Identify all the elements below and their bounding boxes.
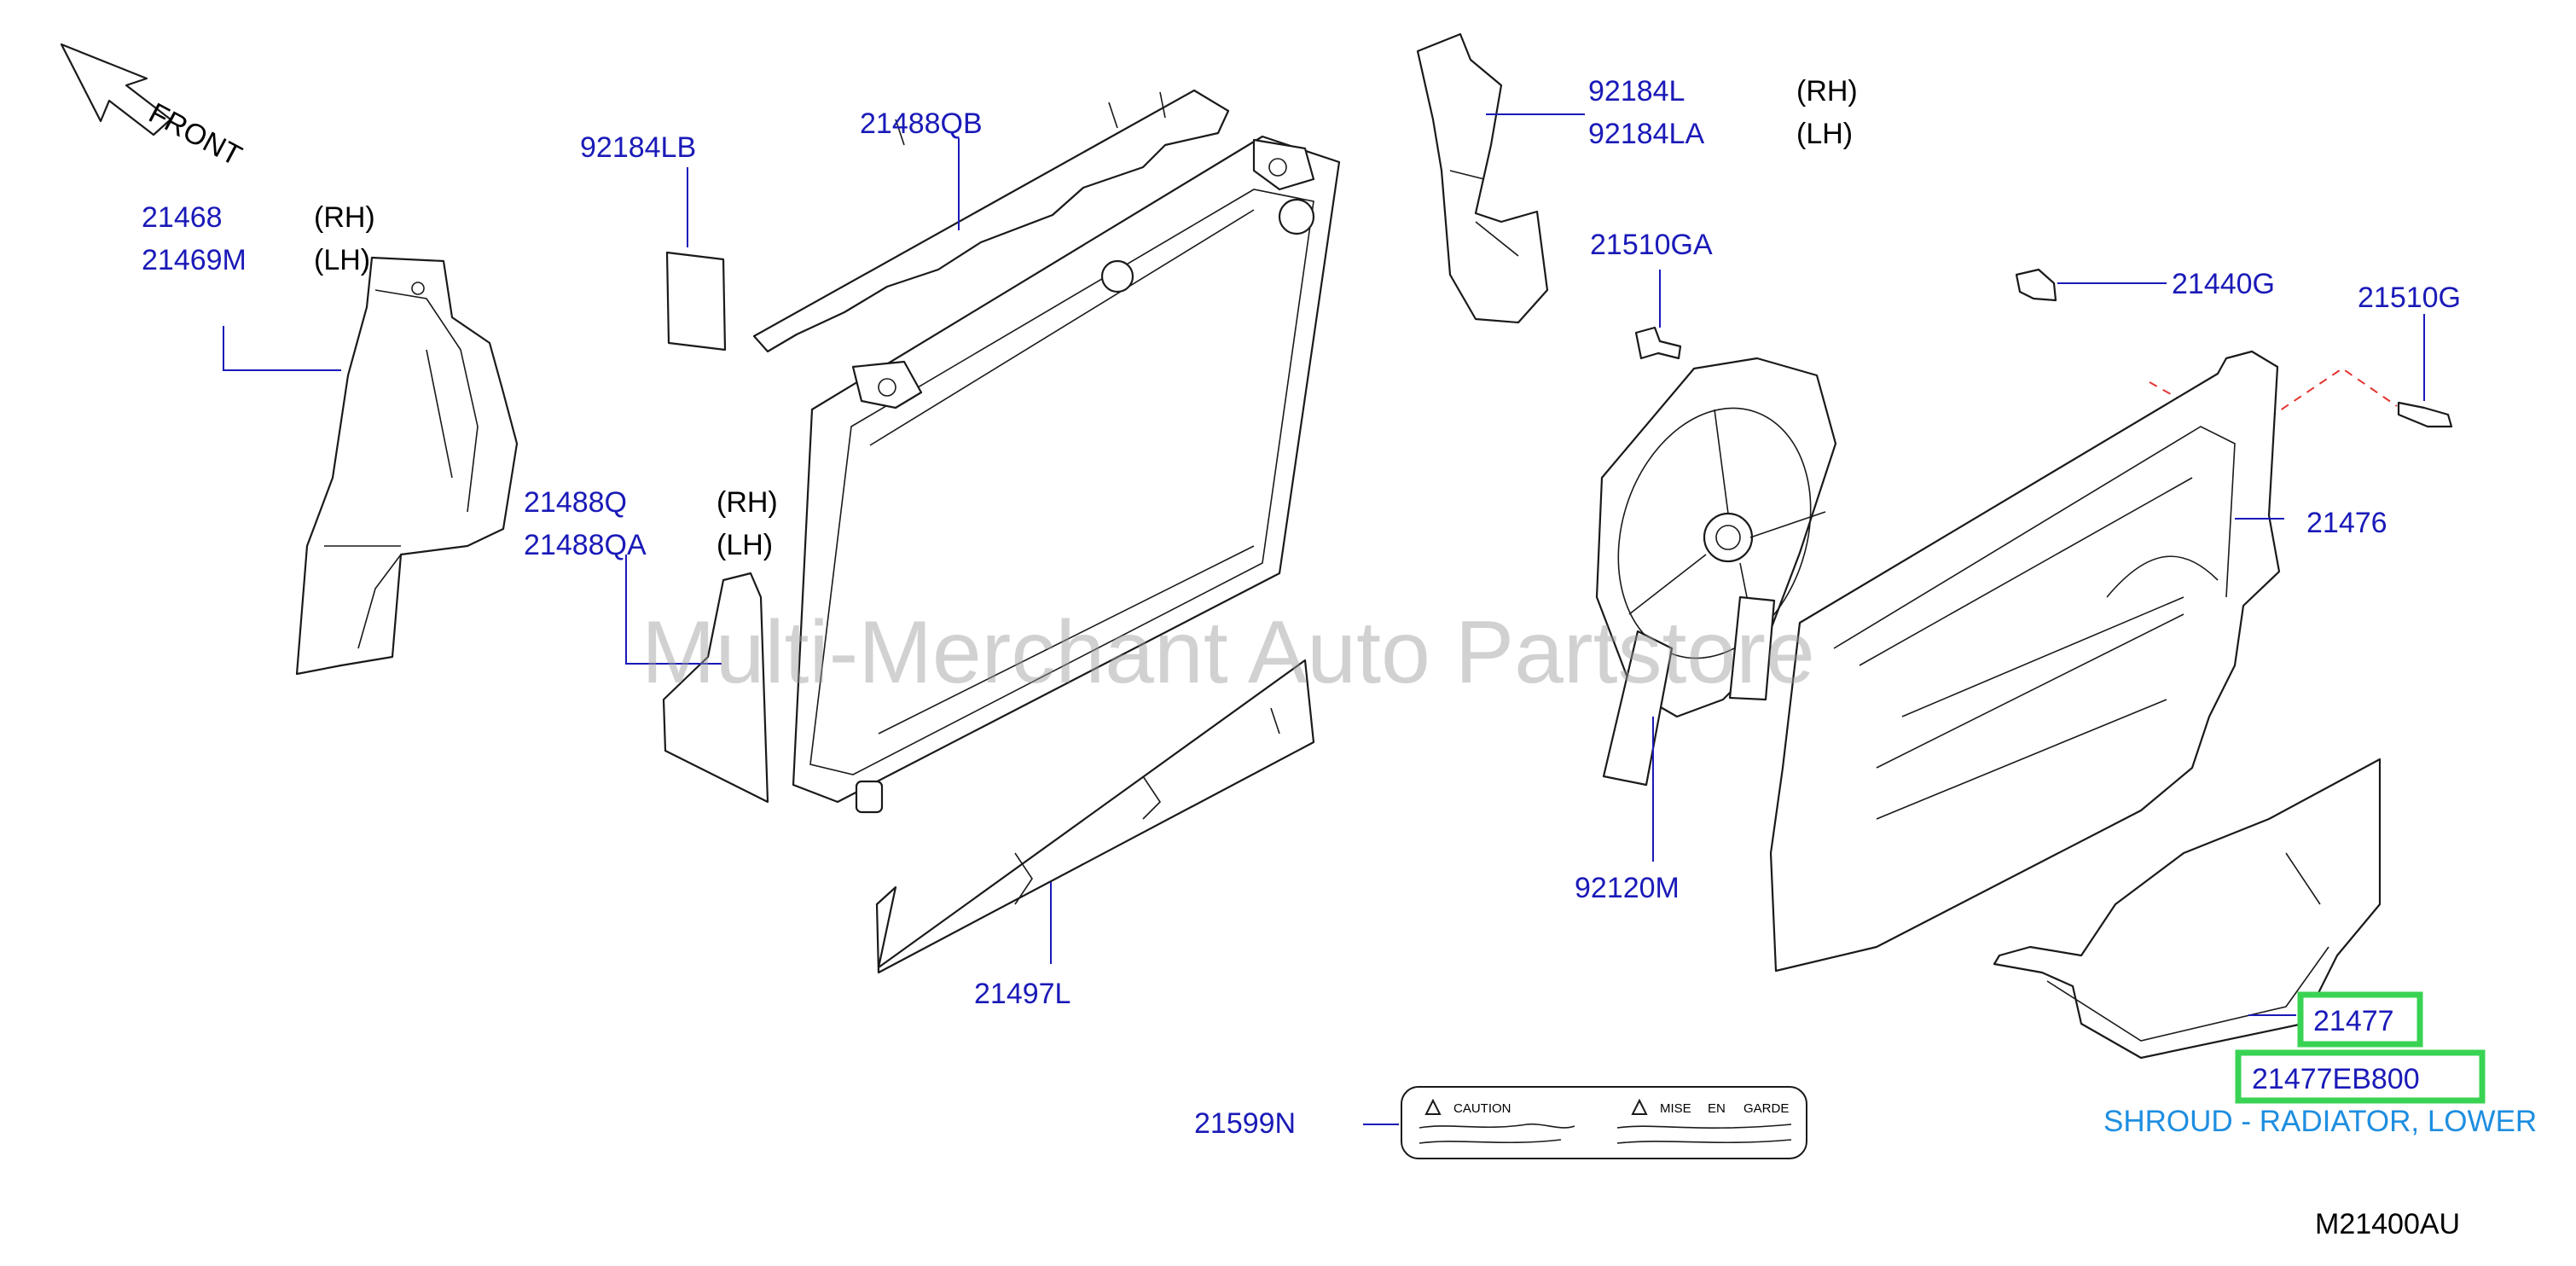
part-label-21510ga[interactable]: 21510GA bbox=[1590, 229, 1713, 261]
fan-shroud-lower-part[interactable] bbox=[1993, 758, 2382, 1060]
fan-shroud-upper-part[interactable] bbox=[1769, 350, 2281, 973]
part-label-21488qa[interactable]: 21488QA bbox=[524, 529, 647, 561]
part-label-92184l[interactable]: 92184L bbox=[1588, 75, 1685, 107]
clip-21440g-part[interactable] bbox=[2015, 268, 2057, 302]
radiator-part[interactable] bbox=[792, 135, 1341, 814]
seal-92184lb-part[interactable] bbox=[665, 251, 727, 351]
selected-part-description[interactable]: SHROUD - RADIATOR, LOWER bbox=[2103, 1105, 2537, 1138]
part-side-21468: (RH) bbox=[314, 201, 375, 234]
part-label-21477eb800[interactable]: 21477EB800 bbox=[2252, 1063, 2420, 1095]
front-arrow-icon bbox=[60, 43, 172, 136]
part-label-21440g[interactable]: 21440G bbox=[2172, 268, 2275, 300]
part-label-21476[interactable]: 21476 bbox=[2306, 507, 2387, 539]
upper-seal-21488qb-part[interactable] bbox=[752, 89, 1230, 353]
selected-oem-highlight bbox=[2235, 1049, 2486, 1104]
leader-lines bbox=[223, 113, 2425, 1125]
part-side-92184la: (LH) bbox=[1796, 118, 1853, 150]
part-label-21488qb[interactable]: 21488QB bbox=[860, 107, 983, 140]
part-label-21488q[interactable]: 21488Q bbox=[524, 486, 627, 519]
en-text: EN bbox=[1708, 1101, 1726, 1116]
part-label-21468[interactable]: 21468 bbox=[142, 201, 223, 234]
lower-seal-21497l-part[interactable] bbox=[875, 659, 1315, 974]
part-label-21599n[interactable]: 21599N bbox=[1194, 1107, 1296, 1140]
diagram-code: M21400AU bbox=[2315, 1208, 2460, 1240]
part-side-21469m: (LH) bbox=[314, 244, 370, 276]
fan-motor-assembly-part[interactable] bbox=[1587, 357, 1842, 787]
bolt-21510g-part[interactable] bbox=[2397, 401, 2453, 428]
part-label-21510g[interactable]: 21510G bbox=[2358, 282, 2461, 314]
part-side-21488q: (RH) bbox=[717, 486, 778, 519]
selected-part-highlight bbox=[2297, 991, 2423, 1048]
part-side-21488qa: (LH) bbox=[717, 529, 773, 561]
warning-icon bbox=[1631, 1098, 1648, 1115]
part-label-21497l[interactable]: 21497L bbox=[974, 978, 1070, 1010]
caution-text: CAUTION bbox=[1453, 1101, 1511, 1116]
caution-label-part[interactable]: CAUTION MISE EN GARDE bbox=[1401, 1086, 1807, 1159]
front-label: FRONT bbox=[143, 97, 247, 173]
part-label-21469m[interactable]: 21469M bbox=[142, 244, 247, 276]
part-label-21477[interactable]: 21477 bbox=[2313, 1005, 2394, 1037]
part-label-92184la[interactable]: 92184LA bbox=[1588, 118, 1704, 150]
warning-icon bbox=[1424, 1098, 1442, 1115]
garde-text: GARDE bbox=[1743, 1101, 1789, 1116]
seal-92184l-part[interactable] bbox=[1416, 32, 1549, 324]
part-label-92184lb[interactable]: 92184LB bbox=[580, 131, 696, 164]
mise-text: MISE bbox=[1660, 1101, 1691, 1116]
watermark: Multi-Merchant Auto Partstore bbox=[641, 603, 1815, 702]
part-side-92184l: (RH) bbox=[1796, 75, 1858, 107]
part-label-92120m[interactable]: 92120M bbox=[1575, 872, 1680, 904]
bolt-21510ga-part[interactable] bbox=[1634, 326, 1682, 360]
side-air-guide-part[interactable] bbox=[295, 256, 519, 676]
